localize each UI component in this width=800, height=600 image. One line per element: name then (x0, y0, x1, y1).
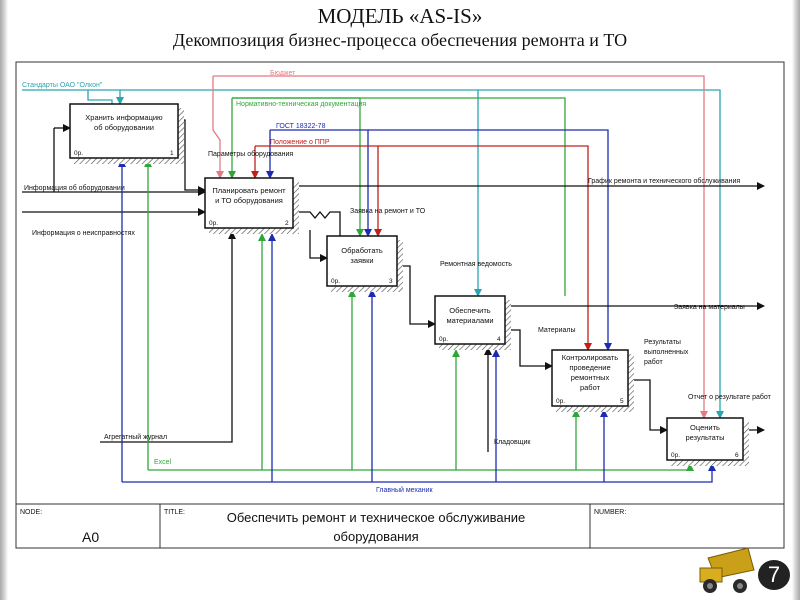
node-value: A0 (82, 529, 99, 545)
label-budget: Бюджет (270, 70, 296, 77)
label-request: Заявка на ремонт и ТО (350, 208, 426, 215)
block-1-label-2: об оборудовании (94, 123, 154, 132)
label-materials: Материалы (538, 327, 575, 334)
arrow-journal (100, 231, 236, 443)
label-storekeeper: Кладовщик (494, 439, 531, 446)
block-2-number: 2 (285, 220, 289, 227)
slide-right-frame (792, 0, 800, 600)
label-results-1: Результаты (644, 339, 681, 346)
block-5-label-1: Контролировать (562, 353, 619, 362)
arrow-standards-to-6 (478, 89, 724, 419)
block-6 (666, 417, 749, 466)
block-6-label-2: результаты (686, 433, 725, 442)
idef0-title-block (15, 503, 785, 549)
block-5-label-3: ремонтных (571, 373, 610, 382)
block-1-number: 1 (170, 150, 174, 157)
label-materials-request: Заявка на материалы (674, 304, 745, 311)
block-3 (326, 235, 403, 292)
block-3-number: 3 (389, 278, 393, 285)
label-standards: Стандарты ОАО "Олкон" (22, 82, 103, 89)
block-5-cost: 0р. (556, 398, 565, 405)
label-results-3: работ (644, 358, 664, 366)
arrow-chief-mechanic (118, 159, 716, 483)
label-chief-mechanic: Главный механик (376, 486, 433, 494)
block-5-label-2: проведение (569, 363, 610, 372)
block-6-number: 6 (735, 452, 739, 459)
slide-title: МОДЕЛЬ «AS-IS» (317, 4, 483, 28)
arrow-norm-docs (228, 97, 566, 296)
dump-truck-icon (699, 547, 755, 593)
arrow-repair-sheet (398, 265, 436, 328)
block-2 (204, 177, 299, 234)
arrow-ppr (251, 145, 592, 351)
block-6-cost: 0р. (671, 452, 680, 459)
block-3-label-1: Обработать (341, 246, 383, 255)
block-6-label-1: Оценить (690, 423, 720, 432)
block-4 (434, 295, 511, 350)
title-label: TITLE: (164, 509, 185, 516)
label-report: Отчет о результате работ (688, 393, 772, 401)
label-info-faults: Информация о неисправностях (32, 230, 135, 237)
arrow-budget (212, 75, 708, 419)
block-1-cost: 0р. (74, 150, 83, 157)
label-ppr: Положение о ППР (270, 139, 330, 146)
label-journal: Агрегатный журнал (104, 433, 167, 441)
block-4-number: 4 (497, 336, 501, 343)
arrow-request-in (309, 230, 328, 262)
block-4-label-1: Обеспечить (449, 306, 490, 315)
label-results-2: выполненных (644, 349, 689, 356)
diagram-title-line-2: оборудования (333, 529, 418, 544)
block-5-label-4: работ (580, 383, 601, 392)
label-schedule: График ремонта и технического обслуживан… (588, 177, 740, 185)
block-1 (69, 103, 184, 164)
arrow-request (292, 210, 341, 236)
block-1-label-1: Хранить информацию (85, 113, 163, 122)
slide-left-frame (0, 0, 8, 600)
block-5-number: 5 (620, 398, 624, 405)
arrow-gost (266, 129, 612, 351)
block-3-label-2: заявки (350, 256, 373, 265)
label-repair-sheet: Ремонтная ведомость (440, 261, 512, 268)
arrow-results (630, 379, 668, 434)
slide-subtitle: Декомпозиция бизнес-процесса обеспечения… (172, 30, 628, 50)
label-norm-docs: Нормативно-техническая документация (236, 101, 366, 108)
label-info-equipment: Информация об оборудовании (24, 184, 125, 192)
label-params: Параметры оборудования (208, 150, 293, 158)
label-gost: ГОСТ 18322-78 (276, 123, 326, 130)
node-label: NODE: (20, 509, 42, 516)
block-4-cost: 0р. (439, 336, 448, 343)
number-label: NUMBER: (594, 509, 626, 516)
arrow-excel (144, 159, 694, 471)
block-3-cost: 0р. (331, 278, 340, 285)
block-2-cost: 0р. (209, 220, 218, 227)
diagram-title-line-1: Обеспечить ремонт и техническое обслужив… (227, 510, 526, 525)
label-excel: Excel (154, 459, 172, 466)
block-2-label-1: Планировать ремонт (212, 186, 286, 195)
slide-number: 7 (758, 560, 790, 590)
arrow-materials (505, 329, 553, 370)
block-2-label-2: и ТО оборудования (215, 196, 283, 205)
block-5 (551, 349, 634, 412)
block-4-label-2: материалами (446, 316, 493, 325)
